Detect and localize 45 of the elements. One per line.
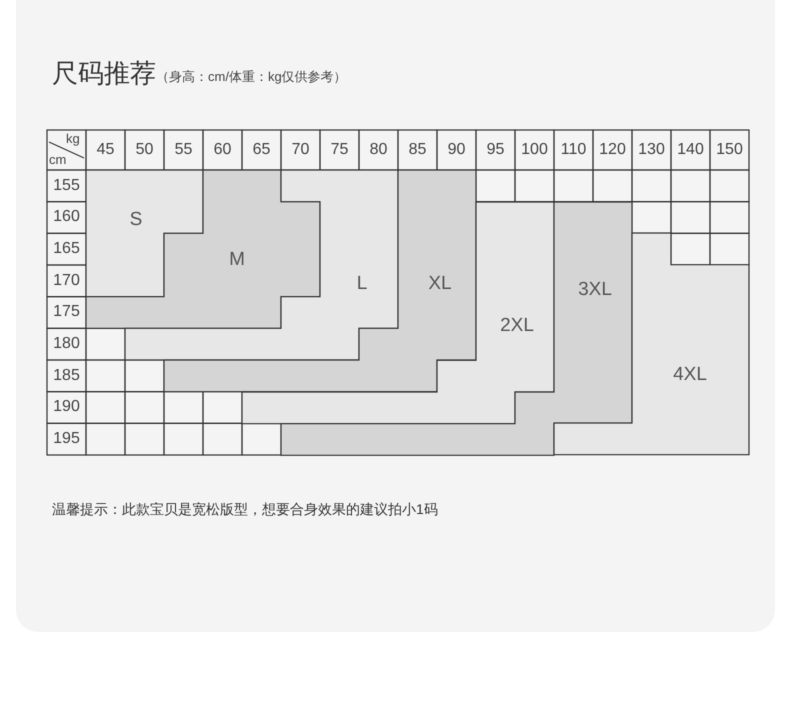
size-label: M — [229, 249, 245, 271]
column-header: 130 — [637, 140, 666, 160]
column-header: 95 — [486, 140, 506, 160]
column-header: 140 — [676, 140, 705, 160]
subtitle-note: （身高：cm/体重：kg仅供参考） — [156, 68, 347, 86]
size-label: S — [130, 209, 142, 231]
column-header: 65 — [252, 140, 272, 160]
column-header: 150 — [715, 140, 744, 160]
row-header: 160 — [52, 207, 81, 228]
size-region — [242, 202, 554, 424]
size-label: L — [356, 273, 368, 295]
column-header: 80 — [368, 140, 388, 160]
title: 尺码推荐 — [52, 57, 156, 90]
size-label: 4XL — [673, 364, 707, 386]
note-text: 温馨提示：此款宝贝是宽松版型，想要合身效果的建议拍小1码 — [52, 501, 438, 519]
row-header: 180 — [52, 334, 81, 354]
row-header: 190 — [52, 397, 81, 418]
size-region — [281, 202, 632, 455]
column-header: 120 — [598, 140, 627, 160]
size-label: 2XL — [500, 314, 534, 337]
column-header: 100 — [520, 140, 549, 160]
row-header: 170 — [52, 270, 81, 291]
column-header: 70 — [290, 140, 310, 160]
row-header: 175 — [52, 302, 81, 322]
row-header: 155 — [52, 176, 81, 196]
unit-label: kg — [66, 131, 80, 146]
column-header: 75 — [330, 140, 350, 160]
size-region — [86, 170, 320, 328]
size-label: 3XL — [578, 278, 612, 301]
column-header: 55 — [174, 140, 194, 160]
size-region — [125, 170, 398, 360]
size-region — [554, 233, 749, 455]
row-header: 165 — [52, 239, 81, 260]
column-header: 110 — [560, 140, 588, 160]
column-header: 90 — [446, 140, 466, 160]
size-region — [164, 170, 476, 392]
column-header: 50 — [134, 140, 154, 160]
row-header: 185 — [52, 366, 81, 386]
row-header: 195 — [52, 429, 81, 450]
column-header: 45 — [96, 140, 116, 160]
size-label: XL — [428, 273, 452, 295]
unit-label: cm — [49, 152, 66, 167]
column-header: 60 — [212, 140, 232, 160]
column-header: 85 — [408, 140, 428, 160]
size-region — [86, 170, 203, 297]
